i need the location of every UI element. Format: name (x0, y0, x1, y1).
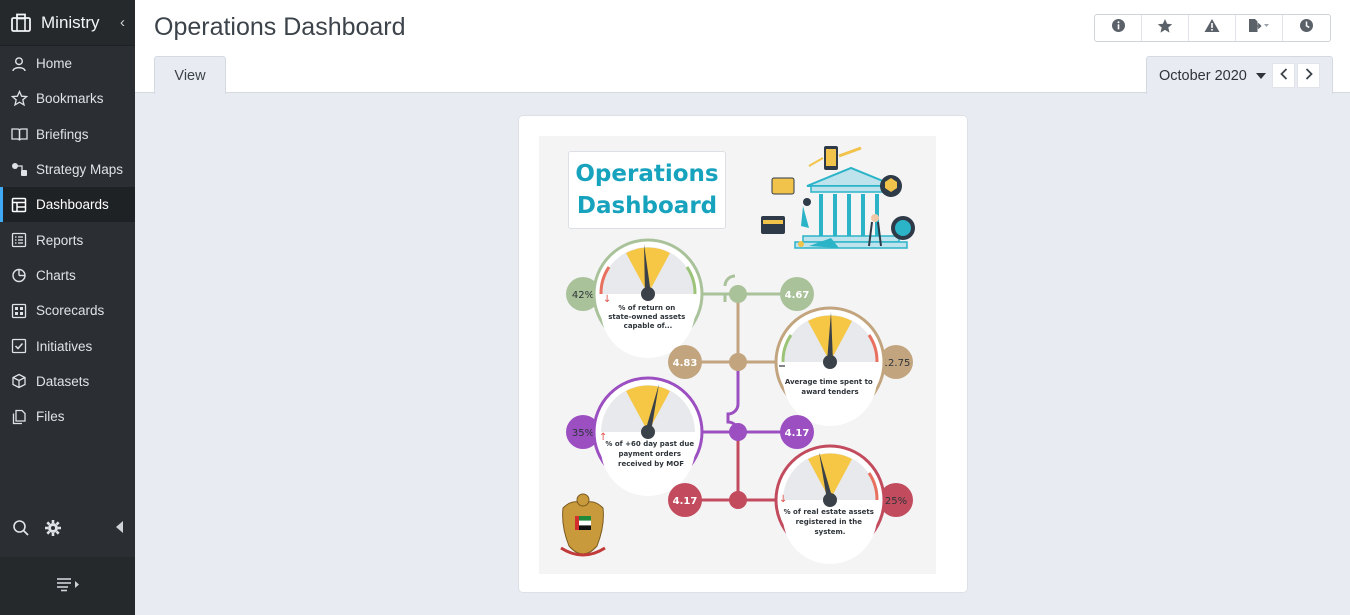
sidebar-item-label: Initiatives (36, 338, 93, 354)
alert-button[interactable] (1189, 15, 1236, 41)
sidebar-item-dashboards[interactable]: Dashboards (0, 187, 135, 223)
infographic: 42% 4.67 ↓ % of return on state-owned as… (539, 136, 936, 574)
info-button[interactable] (1095, 15, 1142, 41)
caret-down-icon (1255, 72, 1266, 79)
checkbox-icon (10, 337, 28, 355)
gauge-return-on-assets: 42% 4.67 ↓ % of return on state-owned as… (566, 238, 814, 358)
sidebar-item-bookmarks[interactable]: Bookmarks (0, 81, 135, 116)
gauge-target: 4.17 (673, 496, 698, 507)
trend-down-icon: ↓ (779, 494, 787, 505)
strategy-map-icon (10, 161, 28, 179)
infographic-title-line1: Operations (575, 161, 719, 187)
gauge-value: 35% (572, 428, 594, 439)
chevron-left-icon (1279, 67, 1288, 85)
finance-illustration-icon (761, 146, 915, 249)
caret-left-icon[interactable] (116, 521, 123, 533)
dashboard-card: 42% 4.67 ↓ % of return on state-owned as… (518, 115, 968, 593)
pie-chart-icon (10, 266, 28, 284)
sidebar-item-datasets[interactable]: Datasets (0, 364, 135, 399)
page-header: Operations Dashboard View October 2020 (135, 0, 1350, 94)
sidebar-item-label: Dashboards (36, 197, 109, 213)
next-period-button[interactable] (1297, 63, 1320, 88)
sidebar-footer (0, 557, 135, 615)
sidebar-item-files[interactable]: Files (0, 399, 135, 434)
period-value: October 2020 (1159, 67, 1247, 84)
trend-down-icon: ↓ (603, 294, 611, 305)
export-icon (1247, 18, 1271, 38)
infographic-title: Operations Dashboard (568, 151, 726, 229)
collapse-sidebar-icon[interactable]: ‹ (120, 14, 125, 31)
sidebar-item-label: Bookmarks (36, 91, 104, 107)
page-title: Operations Dashboard (154, 13, 406, 41)
gauge-value: 12.75 (882, 358, 911, 369)
sidebar-item-label: Reports (36, 232, 84, 248)
period-selector: October 2020 (1146, 56, 1333, 94)
star-icon (10, 90, 28, 108)
gauge-tender-time: 12.75 4.83 Average time spent to award t… (668, 306, 913, 426)
gauge-value: 42% (572, 290, 594, 301)
cube-icon (10, 372, 28, 390)
scorecard-icon (10, 302, 28, 320)
chevron-right-icon (1305, 67, 1313, 85)
sidebar-item-home[interactable]: Home (0, 46, 135, 81)
files-icon (10, 408, 28, 426)
sidebar-item-strategy-maps[interactable]: Strategy Maps (0, 152, 135, 187)
gauge-target: 4.67 (785, 290, 810, 301)
history-button[interactable] (1283, 15, 1330, 41)
gauge-target: 4.83 (673, 358, 698, 369)
emblem-icon (560, 493, 606, 557)
sidebar-item-label: Briefings (36, 126, 89, 142)
sidebar-item-label: Files (36, 409, 65, 425)
menu-toggle-icon[interactable] (55, 576, 81, 597)
previous-period-button[interactable] (1272, 63, 1295, 88)
user-icon (10, 55, 28, 73)
gauge-label: % of +60 day past due payment orders rec… (605, 440, 696, 468)
gauge-label: % of return on state-owned assets capabl… (608, 304, 687, 330)
trend-up-icon: ↑ (599, 432, 607, 443)
sidebar-item-label: Strategy Maps (36, 162, 124, 178)
sidebar-item-reports[interactable]: Reports (0, 222, 135, 257)
gear-icon[interactable] (44, 519, 62, 537)
dashboard-icon (10, 196, 28, 214)
warning-icon (1204, 18, 1220, 38)
tab-view[interactable]: View (154, 56, 226, 94)
sidebar-item-initiatives[interactable]: Initiatives (0, 328, 135, 363)
sidebar-item-charts[interactable]: Charts (0, 258, 135, 293)
book-icon (10, 125, 28, 143)
sidebar-item-scorecards[interactable]: Scorecards (0, 293, 135, 328)
brand-bar: Ministry ‹ (0, 0, 135, 46)
toolbar (1094, 14, 1331, 42)
sidebar-item-label: Home (36, 56, 73, 72)
bookmark-button[interactable] (1142, 15, 1189, 41)
sidebar-item-label: Scorecards (36, 303, 105, 319)
export-button[interactable] (1236, 15, 1283, 41)
app-name: Ministry (41, 12, 100, 32)
gauge-real-estate-registered: 25% 4.17 ↓ % of real estate assets regis… (668, 444, 913, 564)
briefcase-icon (10, 12, 32, 34)
gauge-target: 4.17 (785, 428, 810, 439)
gauge-past-due-payments: 35% 4.17 ↑ % of +60 day past due payment… (566, 376, 814, 496)
sidebar: Ministry ‹ Home Bookmarks Briefings Stra… (0, 0, 135, 615)
info-icon (1111, 18, 1126, 38)
clock-icon (1299, 18, 1314, 38)
search-icon[interactable] (12, 519, 30, 537)
gauge-value: 25% (885, 496, 907, 507)
infographic-title-line2: Dashboard (576, 193, 718, 219)
period-dropdown[interactable]: October 2020 (1147, 68, 1272, 84)
gauge-label: % of real estate assets registered in th… (784, 508, 877, 536)
star-icon (1157, 18, 1173, 39)
sidebar-item-label: Datasets (36, 373, 90, 389)
gauge-label: Average time spent to award tenders (785, 378, 875, 396)
list-icon (10, 231, 28, 249)
sidebar-nav: Home Bookmarks Briefings Strategy Maps D… (0, 46, 135, 434)
sidebar-item-label: Charts (36, 267, 76, 283)
sidebar-tools (0, 512, 135, 544)
sidebar-item-briefings[interactable]: Briefings (0, 117, 135, 152)
